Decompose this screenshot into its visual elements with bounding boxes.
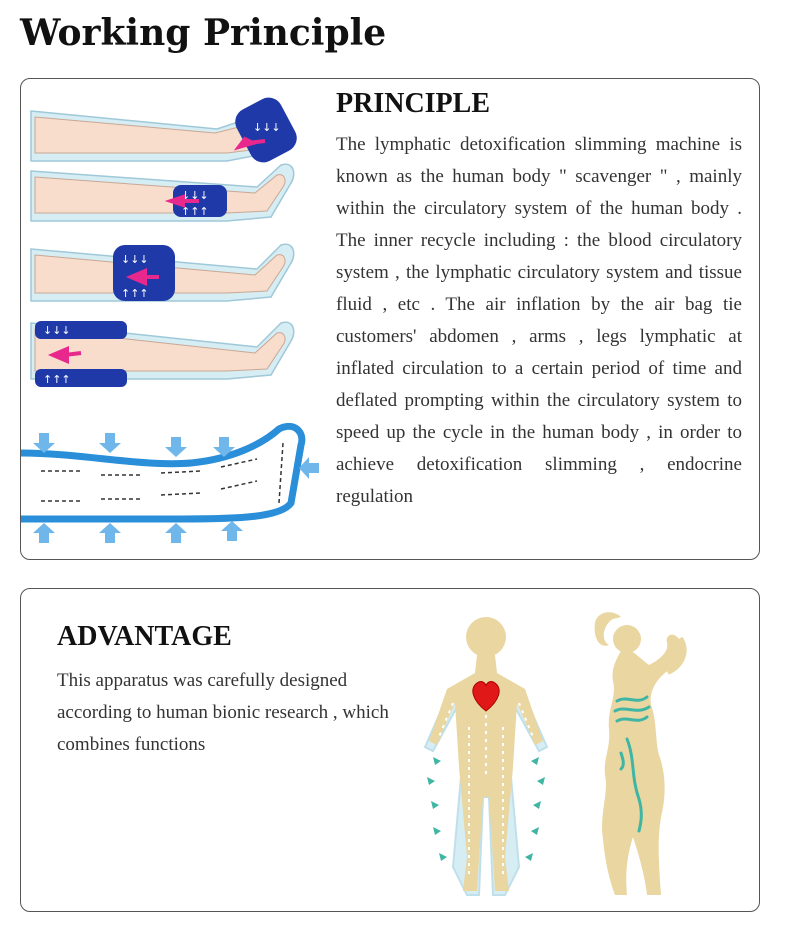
svg-text:↓↓↓: ↓↓↓ bbox=[121, 253, 149, 266]
principle-text: The lymphatic detoxification slimming ma… bbox=[336, 134, 742, 507]
page-title: Working Principle bbox=[20, 12, 387, 54]
svg-text:↑↑↑: ↑↑↑ bbox=[43, 373, 71, 386]
advantage-heading: ADVANTAGE bbox=[57, 621, 232, 652]
svg-text:↓↓↓: ↓↓↓ bbox=[253, 121, 281, 134]
leg-compression-icon: ↓↓↓ ↓↓↓ ↑↑↑ ↓↓↓ ↑↑↑ ↓↓↓ ↑↑↑ bbox=[30, 97, 297, 387]
svg-text:↓↓↓: ↓↓↓ bbox=[43, 324, 71, 337]
advantage-text: This apparatus was carefully designed ac… bbox=[57, 670, 389, 755]
svg-text:↓↓↓: ↓↓↓ bbox=[181, 189, 209, 202]
svg-text:↑↑↑: ↑↑↑ bbox=[181, 205, 209, 218]
heart-icon bbox=[472, 681, 500, 712]
body-circulation-icon bbox=[423, 617, 549, 896]
leg-flow-diagram-icon bbox=[21, 423, 319, 543]
advantage-panel: ADVANTAGE This apparatus was carefully d… bbox=[20, 588, 760, 912]
female-silhouette-icon bbox=[594, 612, 687, 895]
principle-panel: ↓↓↓ ↓↓↓ ↑↑↑ ↓↓↓ ↑↑↑ ↓↓↓ ↑↑↑ bbox=[20, 78, 760, 560]
principle-heading: PRINCIPLE bbox=[336, 88, 491, 119]
svg-text:↑↑↑: ↑↑↑ bbox=[121, 287, 149, 300]
